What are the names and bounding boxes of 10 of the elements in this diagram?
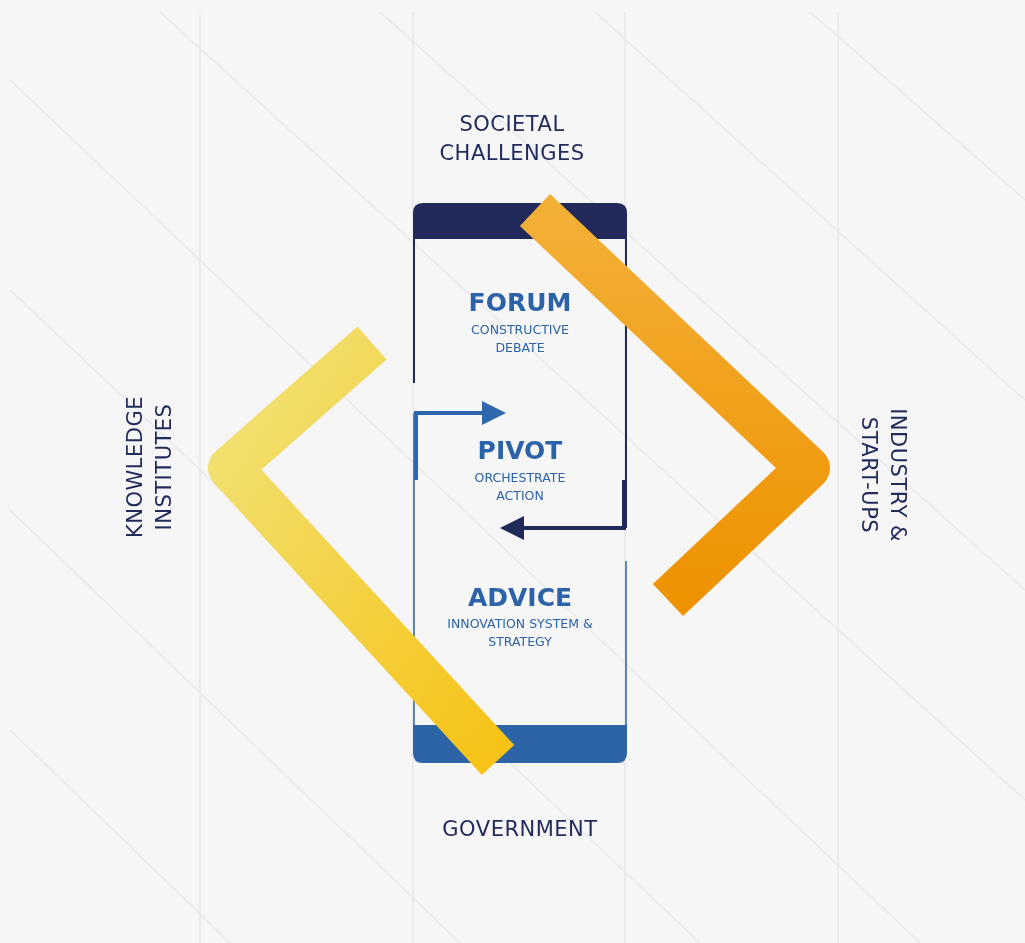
section-subtitle: ORCHESTRATE ACTION <box>473 469 567 505</box>
stakeholder-label: GOVERNMENT <box>441 816 599 843</box>
stakeholder-label: KNOWLEDGE INSTITUTES <box>122 395 177 540</box>
stakeholder-label: SOCIETAL CHALLENGES <box>438 111 586 167</box>
section-heading: ADVICE <box>466 583 574 612</box>
section-heading: PIVOT <box>476 436 564 465</box>
stakeholder-label: INDUSTRY & START-UPS <box>855 407 911 544</box>
section-subtitle: INNOVATION SYSTEM & STRATEGY <box>446 615 594 651</box>
section-subtitle: CONSTRUCTIVE DEBATE <box>470 321 570 357</box>
section-heading: FORUM <box>467 288 573 317</box>
